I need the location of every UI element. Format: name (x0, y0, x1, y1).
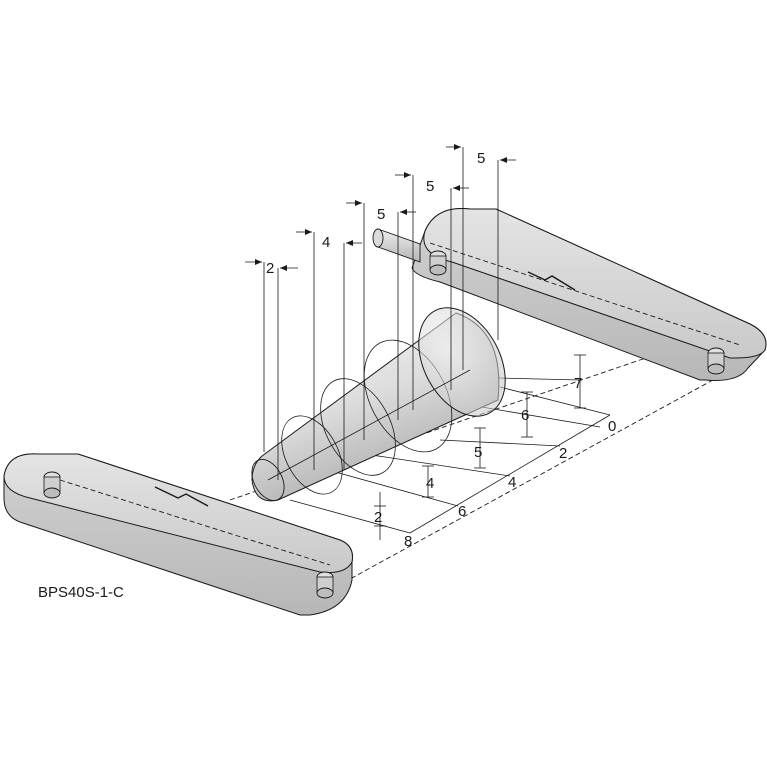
part-code-label: BPS40S-1-C (38, 584, 124, 601)
emitter-sensor (3, 453, 353, 616)
distance-label: 0 (608, 418, 616, 435)
diameter-label: 4 (426, 475, 434, 492)
diameter-label: 2 (374, 509, 382, 526)
distance-label: 6 (458, 503, 466, 520)
top-dim-label: 5 (426, 178, 434, 195)
beam-diameter-labels: 7 6 5 4 2 (374, 375, 582, 526)
top-dim-label: 5 (377, 206, 385, 223)
emitter-receiver-link-lines (229, 333, 723, 591)
top-dim-label: 5 (477, 150, 485, 167)
receiver-screw-icon (429, 250, 447, 276)
diameter-label: 6 (521, 407, 529, 424)
distance-label: 2 (559, 445, 567, 462)
emitter-screw-icon-2 (316, 571, 334, 599)
beam-diameter-markers (374, 354, 586, 540)
top-dim-label: 4 (322, 234, 330, 251)
beam-axis-rod (372, 228, 421, 263)
receiver-sensor (411, 207, 767, 381)
top-dim-label: 2 (266, 260, 274, 277)
receiver-screw-icon-2 (707, 347, 725, 375)
distance-scale-labels: 0 2 4 6 8 (404, 418, 616, 550)
top-dimension-labels: 2 4 5 5 5 (266, 150, 485, 277)
distance-label: 4 (508, 474, 516, 491)
detection-cone (251, 307, 506, 502)
diameter-label: 7 (574, 375, 582, 392)
emitter-screw-icon (43, 471, 61, 499)
diameter-label: 5 (474, 444, 482, 461)
distance-label: 8 (404, 533, 412, 550)
distance-scale-lines (289, 377, 611, 534)
vertical-dimension-lines (245, 144, 516, 480)
